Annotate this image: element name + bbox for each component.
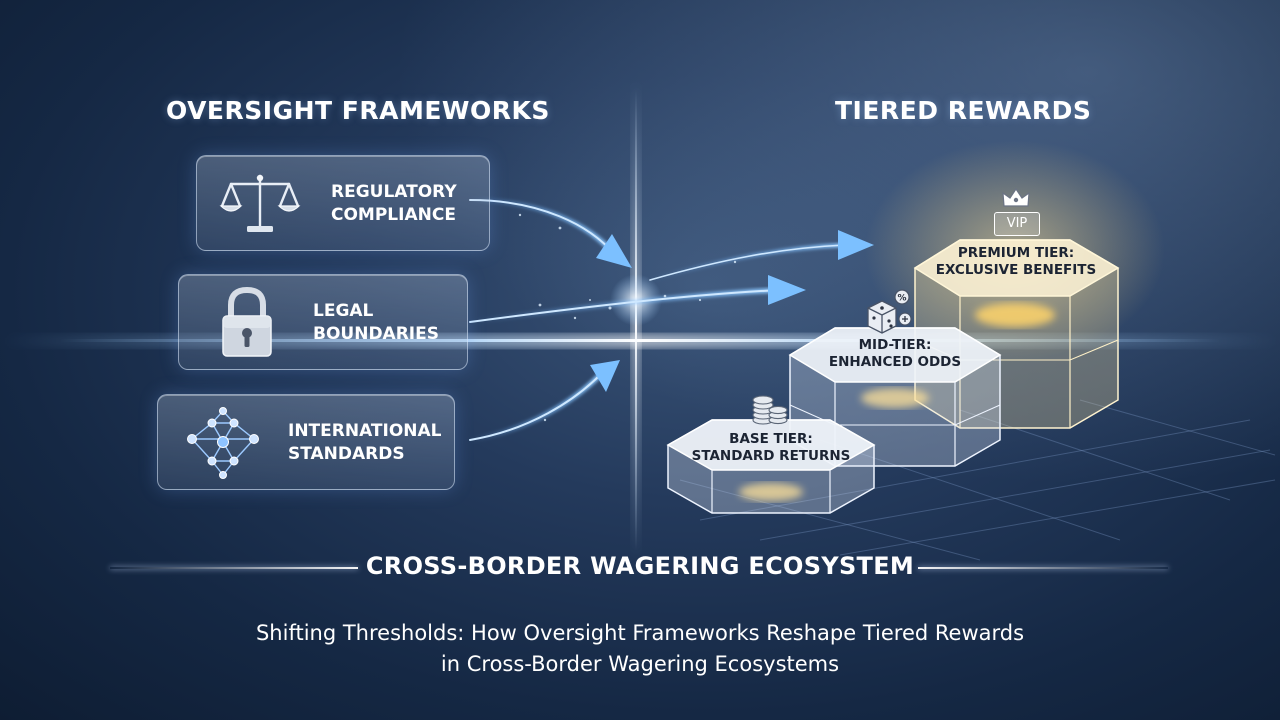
framework-label: INTERNATIONAL STANDARDS <box>288 420 442 466</box>
crown-icon <box>1002 187 1030 207</box>
coins-icon <box>752 395 788 425</box>
tier-label-line1: MID-TIER: <box>858 337 932 353</box>
heading-tiered-rewards: TIERED REWARDS <box>835 96 1092 125</box>
framework-label-line1: LEGAL <box>313 301 374 321</box>
banner-title: CROSS-BORDER WAGERING ECOSYSTEM <box>365 552 915 580</box>
tier-label-line1: PREMIUM TIER: <box>957 245 1075 261</box>
arrow-heads <box>590 230 874 392</box>
framework-label-line2: BOUNDARIES <box>313 324 439 344</box>
framework-label-line1: INTERNATIONAL <box>288 421 442 441</box>
network-icon <box>187 407 259 479</box>
framework-legal-boundaries: LEGAL BOUNDARIES <box>178 274 468 370</box>
framework-label-line2: COMPLIANCE <box>331 205 456 225</box>
tier-label-base: BASE TIER: STANDARD RETURNS <box>671 431 871 465</box>
banner-divider-right <box>918 567 1168 569</box>
tier-label-line2: STANDARD RETURNS <box>691 448 851 464</box>
dice-icon: % <box>867 289 912 334</box>
framework-label-line2: STANDARDS <box>288 444 405 464</box>
heading-oversight-frameworks: OVERSIGHT FRAMEWORKS <box>166 96 550 125</box>
tier-label-premium: PREMIUM TIER: EXCLUSIVE BENEFITS <box>918 245 1114 279</box>
base-tier-prism <box>666 419 876 514</box>
padlock-icon <box>222 286 272 357</box>
svg-text:%: % <box>897 294 906 304</box>
tier-label-line2: ENHANCED ODDS <box>828 354 962 370</box>
framework-label: REGULATORY COMPLIANCE <box>331 181 457 227</box>
framework-international-standards: INTERNATIONAL STANDARDS <box>157 394 455 490</box>
vip-badge: VIP <box>994 212 1040 236</box>
flow-arrows <box>467 197 847 443</box>
grid-floor <box>679 399 1276 561</box>
ecosystem-banner: CROSS-BORDER WAGERING ECOSYSTEM <box>0 548 1280 588</box>
framework-regulatory-compliance: REGULATORY COMPLIANCE <box>196 155 490 251</box>
tier-label-line2: EXCLUSIVE BENEFITS <box>935 262 1097 278</box>
subtitle-line2: in Cross-Border Wagering Ecosystems <box>440 652 840 676</box>
banner-divider-left <box>110 567 358 569</box>
framework-label-line1: REGULATORY <box>331 182 457 202</box>
framework-label: LEGAL BOUNDARIES <box>313 300 439 346</box>
tier-label-line1: BASE TIER: <box>729 431 813 447</box>
tier-label-mid: MID-TIER: ENHANCED ODDS <box>795 337 995 371</box>
subtitle-line1: Shifting Thresholds: How Oversight Frame… <box>255 621 1025 645</box>
scales-icon <box>219 174 301 232</box>
premium-tier-prism <box>913 239 1120 429</box>
